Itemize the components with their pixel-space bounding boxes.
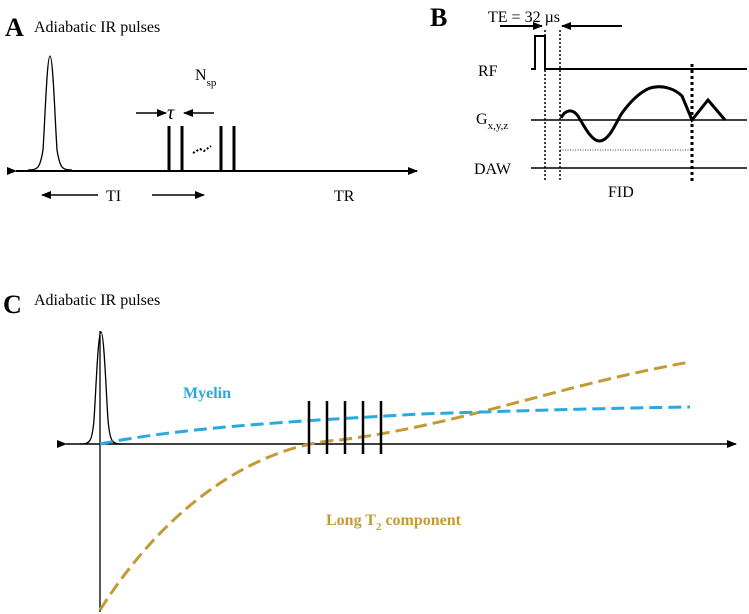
panel-c-ir-pulse — [79, 331, 123, 445]
panel-a-ir-pulse — [27, 55, 73, 171]
panel-a-tau: τ — [167, 102, 175, 124]
panel-c-myelin-curve — [99, 405, 691, 446]
panel-b-daw-label: DAW — [474, 161, 512, 178]
panel-b-te: TE = 32 µs — [488, 9, 560, 26]
panel-a-letter: A — [5, 13, 24, 42]
panel-a-title: Adiabatic IR pulses — [34, 19, 160, 36]
panel-b-rf-label: RF — [478, 63, 498, 80]
panel-b-fid-label: FID — [608, 184, 634, 201]
panel-c-myelin-label: Myelin — [183, 385, 231, 402]
panel-b-g-label: Gx,y,z — [476, 111, 508, 132]
panel-c-title: Adiabatic IR pulses — [34, 292, 160, 309]
panel-a: A Adiabatic IR pulses Nsp τ TI TR — [5, 13, 418, 205]
panel-a-tr: TR — [334, 188, 355, 205]
panel-b-rf-line — [531, 35, 747, 70]
panel-c-long-t2-label: Long T2 component — [326, 512, 462, 533]
panel-c-letter: C — [3, 290, 22, 319]
panel-a-ti: TI — [106, 188, 121, 205]
panel-a-nsp: Nsp — [195, 67, 217, 89]
panel-b-letter: B — [430, 3, 447, 32]
panel-b: B TE = 32 µs RF Gx,y,z DAW FID — [430, 3, 747, 201]
panel-b-gradient-waveform — [559, 85, 727, 143]
panel-a-ellipsis — [192, 145, 212, 154]
panel-c: C Adiabatic IR pulses Myelin Long T2 com… — [3, 290, 737, 612]
panel-c-long-t2-curve — [98, 360, 691, 611]
